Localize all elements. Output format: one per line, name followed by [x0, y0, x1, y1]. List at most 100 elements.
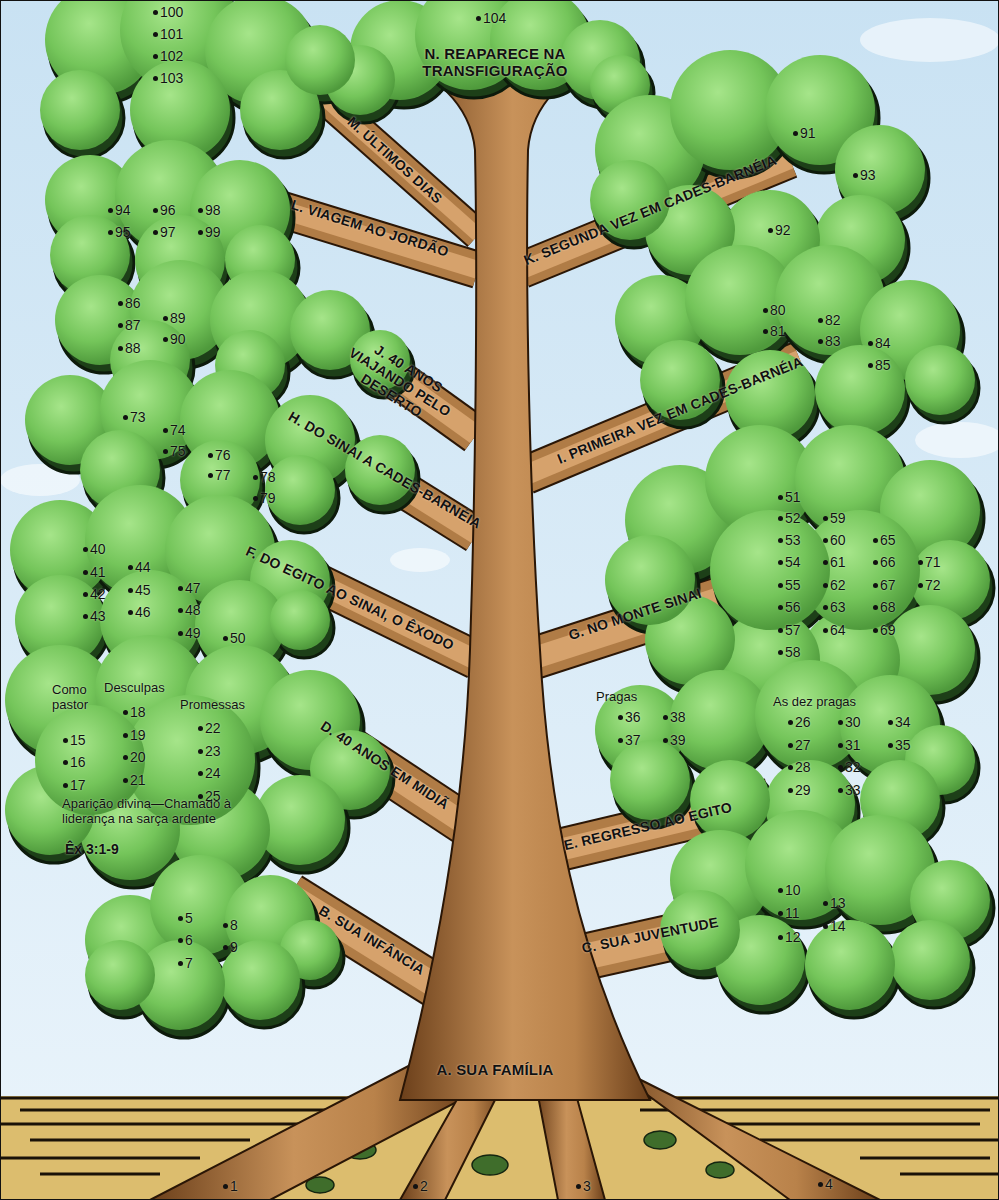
foliage [5, 0, 994, 1038]
callout-number: 47 [185, 580, 201, 596]
bullet-dot [153, 32, 158, 37]
callout-number: 87 [125, 317, 141, 333]
callout-number: 95 [115, 224, 131, 240]
branch-label: L. VIAGEM AO JORDÃO [289, 196, 450, 259]
callout-number: 38 [670, 709, 686, 725]
bullet-dot [778, 560, 783, 565]
bullet-dot [208, 473, 213, 478]
callout-number: 43 [90, 608, 106, 624]
callout-number: 25 [205, 788, 221, 804]
callout-number: 10 [785, 882, 801, 898]
bullet-dot [198, 208, 203, 213]
bullet-dot [413, 1184, 418, 1189]
callout-number: 50 [230, 630, 246, 646]
callout-number: 77 [215, 467, 231, 483]
bullet-dot [618, 738, 623, 743]
bullet-dot [823, 560, 828, 565]
bullet-dot [576, 1184, 581, 1189]
callout-number: 81 [770, 323, 786, 339]
callout-number: 78 [260, 469, 276, 485]
bullet-dot [178, 961, 183, 966]
group-note: Pragas [596, 690, 637, 705]
callout-number: 59 [830, 510, 846, 526]
callout-number: 101 [160, 26, 183, 42]
callout-number: 68 [880, 599, 896, 615]
bullet-dot [108, 208, 113, 213]
callout-number: 57 [785, 622, 801, 638]
callout-number: 20 [130, 749, 146, 765]
callout-number: 66 [880, 554, 896, 570]
callout-number: 62 [830, 577, 846, 593]
bullet-dot [153, 208, 158, 213]
callout-number: 2 [420, 1178, 428, 1194]
callout-number: 22 [205, 720, 221, 736]
callout-number: 89 [170, 310, 186, 326]
bullet-dot [778, 911, 783, 916]
bullet-dot [818, 1182, 823, 1187]
group-note: As dez pragas [773, 695, 856, 710]
bullet-dot [83, 547, 88, 552]
bullet-dot [83, 592, 88, 597]
bullet-dot [123, 710, 128, 715]
callout-number: 58 [785, 644, 801, 660]
callout-number: 74 [170, 422, 186, 438]
bullet-dot [178, 631, 183, 636]
callout-number: 13 [830, 895, 846, 911]
bullet-dot [123, 733, 128, 738]
branch-label: E. REGRESSO AO EGITO [562, 799, 733, 853]
clouds [915, 422, 999, 458]
ground [30, 1139, 250, 1142]
callout-number: 51 [785, 489, 801, 505]
bullet-dot [108, 230, 113, 235]
bullet-dot [163, 449, 168, 454]
bullet-dot [823, 605, 828, 610]
branch-label: C. SUA JUVENTUDE [580, 914, 719, 956]
bullet-dot [178, 916, 183, 921]
bullet-dot [788, 720, 793, 725]
bullet-dot [853, 173, 858, 178]
bullet-dot [198, 230, 203, 235]
callout-number: 30 [845, 714, 861, 730]
bullet-dot [118, 323, 123, 328]
bullet-dot [618, 715, 623, 720]
callout-number: 29 [795, 782, 811, 798]
callout-number: 45 [135, 582, 151, 598]
callout-number: 14 [830, 918, 846, 934]
branch-label: H. DO SINAI A CADES-BARNÉIA [286, 408, 484, 532]
bullet-dot [868, 341, 873, 346]
callout-number: 86 [125, 295, 141, 311]
bullet-dot [153, 10, 158, 15]
callout-number: 9 [230, 939, 238, 955]
callout-number: 103 [160, 70, 183, 86]
bullet-dot [823, 538, 828, 543]
bullet-dot [778, 628, 783, 633]
ground [860, 1157, 990, 1160]
bullet-dot [818, 339, 823, 344]
bullet-dot [123, 755, 128, 760]
branch-label: D. 40 ANOS EM MIDIÃ [318, 718, 452, 813]
bullet-dot [838, 788, 843, 793]
bullet-dot [778, 495, 783, 500]
callout-number: 37 [625, 732, 641, 748]
callout-number: 24 [205, 765, 221, 781]
bullet-dot [223, 923, 228, 928]
bullet-dot [793, 131, 798, 136]
callout-number: 49 [185, 625, 201, 641]
callout-number: 56 [785, 599, 801, 615]
callout-number: 19 [130, 727, 146, 743]
callout-number: 80 [770, 302, 786, 318]
bullet-dot [823, 628, 828, 633]
foliage [5, 0, 990, 1030]
callout-number: 44 [135, 559, 151, 575]
bullet-dot [838, 743, 843, 748]
bullet-dot [118, 346, 123, 351]
bullet-dot [198, 726, 203, 731]
callout-number: 99 [205, 224, 221, 240]
bullet-dot [128, 610, 133, 615]
bullet-dot [823, 924, 828, 929]
callout-number: 52 [785, 510, 801, 526]
callout-number: 104 [483, 10, 506, 26]
bullet-dot [918, 560, 923, 565]
